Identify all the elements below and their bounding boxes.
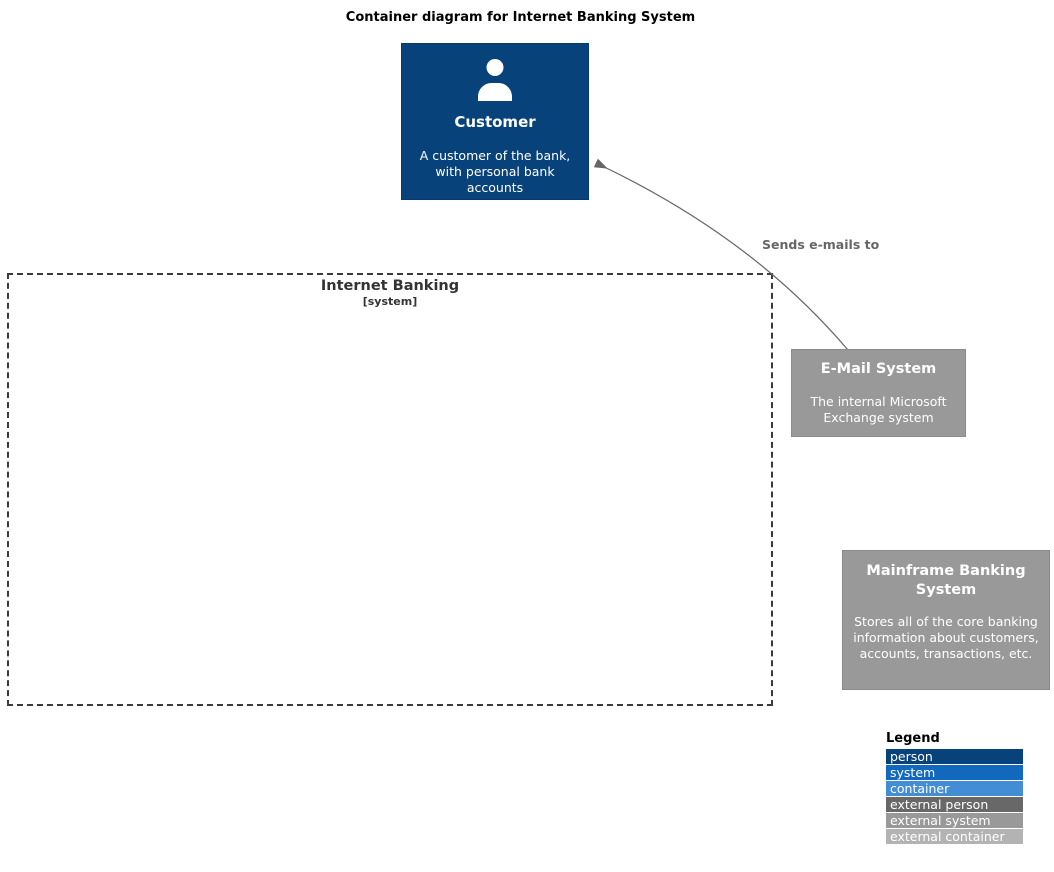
node-mainframe-description: Stores all of the core banking informati… — [853, 614, 1039, 661]
legend: Legend person system container external … — [886, 731, 1023, 845]
node-email-system-description: The internal Microsoft Exchange system — [810, 394, 947, 425]
legend-item-system: system — [886, 765, 1023, 780]
node-email-system-title: E-Mail System — [820, 361, 937, 377]
node-mainframe-banking-system[interactable]: Mainframe Banking System Stores all of t… — [842, 550, 1050, 690]
legend-item-external-system: external system — [886, 813, 1023, 828]
node-email-system[interactable]: E-Mail System The internal Microsoft Exc… — [791, 349, 966, 437]
legend-item-container: container — [886, 781, 1023, 796]
legend-item-person: person — [886, 749, 1023, 764]
system-boundary-internet-banking: Internet Banking [system] — [7, 273, 773, 706]
node-customer[interactable]: Customer A customer of the bank, with pe… — [401, 43, 589, 200]
node-mainframe-title: Mainframe Banking System — [866, 563, 1026, 598]
boundary-label: Internet Banking [system] — [9, 278, 771, 308]
person-icon — [471, 56, 519, 104]
boundary-title: Internet Banking — [320, 278, 460, 294]
relationship-label: Sends e-mails to — [762, 237, 880, 252]
diagram-title: Container diagram for Internet Banking S… — [345, 10, 696, 25]
node-customer-description: A customer of the bank, with personal ba… — [419, 148, 571, 195]
legend-item-external-person: external person — [886, 797, 1023, 812]
legend-title: Legend — [886, 731, 940, 746]
node-customer-title: Customer — [454, 113, 536, 131]
boundary-subtitle: [system] — [362, 295, 418, 308]
legend-item-external-container: external container — [886, 829, 1023, 844]
